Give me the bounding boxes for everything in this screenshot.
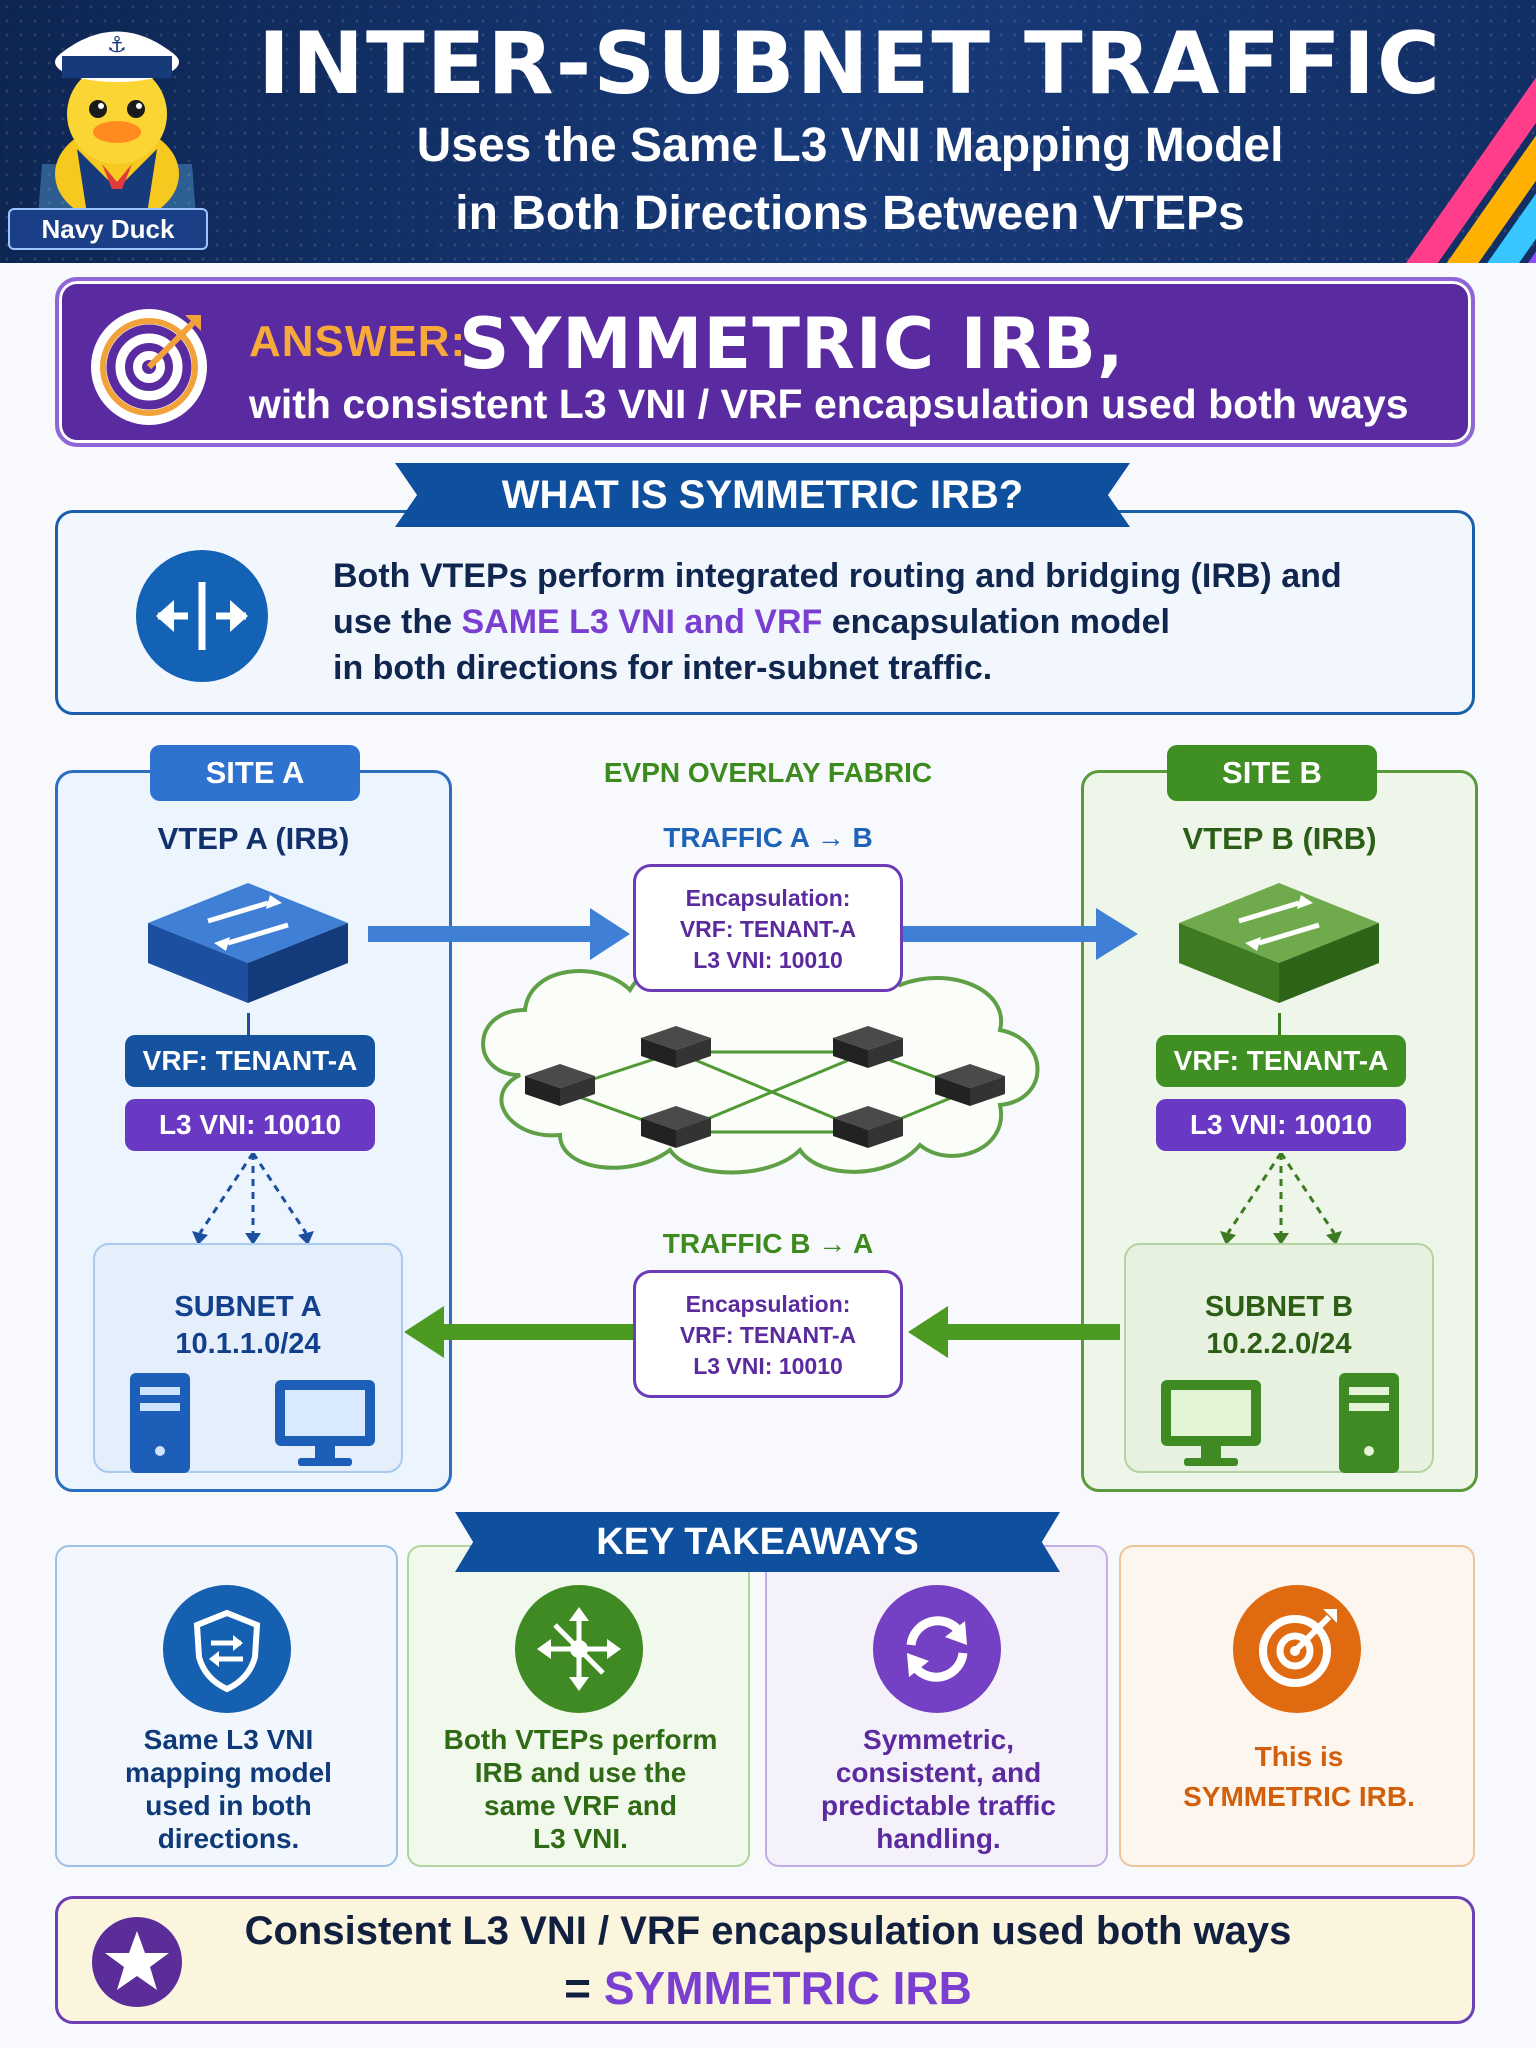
what-line2: use the SAME L3 VNI and VRF encapsulatio… bbox=[333, 603, 1170, 641]
arrow-b-to-a bbox=[404, 1306, 1120, 1358]
traffic-ab-label: TRAFFIC A → B bbox=[663, 822, 873, 853]
subnet-b-name: SUBNET B bbox=[1204, 1291, 1354, 1323]
dashed-arrows-icon bbox=[192, 1153, 314, 1245]
page-subtitle-line2: in Both Directions Between VTEPs bbox=[455, 187, 1245, 240]
site-a-vni: L3 VNI: 10010 bbox=[125, 1099, 375, 1151]
enc-ba-line: Encapsulation: bbox=[685, 1291, 851, 1317]
evpn-fabric-diagram bbox=[368, 908, 1138, 1175]
bidirectional-arrows-icon bbox=[136, 550, 268, 682]
encapsulation-ba-box: Encapsulation: VRF: TENANT-A L3 VNI: 100… bbox=[633, 1270, 903, 1398]
mascot-label: Navy Duck bbox=[8, 208, 208, 250]
site-b-panel: SITE B VTEP B (IRB) VRF: TENANT-A L3 VNI… bbox=[1081, 745, 1478, 1492]
what-line3: in both directions for inter-subnet traf… bbox=[333, 649, 993, 687]
fabric-title: EVPN OVERLAY FABRIC bbox=[603, 757, 933, 788]
subnet-b-box: SUBNET B 10.2.2.0/24 bbox=[1124, 1243, 1434, 1473]
answer-subtitle: with consistent L3 VNI / VRF encapsulati… bbox=[249, 381, 1409, 427]
page-title: INTER-SUBNET TRAFFIC bbox=[258, 14, 1442, 114]
vtep-a-switch-icon bbox=[148, 883, 348, 1003]
traffic-ba-label: TRAFFIC B → A bbox=[662, 1228, 874, 1259]
monitor-icon bbox=[275, 1380, 375, 1466]
site-b-vni: L3 VNI: 10010 bbox=[1156, 1099, 1406, 1151]
conclusion-line2: = SYMMETRIC IRB bbox=[564, 1962, 972, 2014]
site-a-tab: SITE A bbox=[150, 745, 360, 801]
dashed-arrows-icon bbox=[1220, 1153, 1342, 1245]
star-icon bbox=[92, 1917, 182, 2007]
sync-icon bbox=[873, 1585, 1001, 1713]
shield-arrows-icon bbox=[163, 1585, 291, 1713]
site-a-panel: SITE A VTEP A (IRB) VRF: TENANT-A L3 VNI… bbox=[55, 745, 452, 1492]
monitor-icon bbox=[1161, 1380, 1261, 1466]
answer-main: SYMMETRIC IRB, bbox=[459, 303, 1125, 385]
encapsulation-ab-box: Encapsulation: VRF: TENANT-A L3 VNI: 100… bbox=[633, 864, 903, 992]
site-a-vrf: VRF: TENANT-A bbox=[125, 1035, 375, 1087]
site-b-vrf: VRF: TENANT-A bbox=[1156, 1035, 1406, 1087]
what-is-description: Both VTEPs perform integrated routing an… bbox=[333, 553, 1433, 691]
what-highlight: SAME L3 VNI and VRF bbox=[461, 603, 823, 641]
subnet-a-cidr: 10.1.1.0/24 bbox=[175, 1328, 321, 1360]
conclusion-banner: Consistent L3 VNI / VRF encapsulation us… bbox=[55, 1896, 1475, 2024]
enc-ab-line: L3 VNI: 10010 bbox=[693, 947, 843, 973]
vtep-a-label: VTEP A (IRB) bbox=[157, 821, 350, 856]
subnet-a-box: SUBNET A 10.1.1.0/24 bbox=[93, 1243, 403, 1473]
dot-pattern bbox=[0, 0, 1536, 263]
enc-ab-line: VRF: TENANT-A bbox=[679, 916, 857, 942]
vtep-b-switch-icon bbox=[1179, 883, 1379, 1003]
answer-banner: ANSWER: SYMMETRIC IRB, with consistent L… bbox=[55, 277, 1475, 447]
enc-ba-line: L3 VNI: 10010 bbox=[693, 1353, 843, 1379]
target-icon bbox=[91, 309, 207, 425]
answer-label: ANSWER: bbox=[249, 317, 467, 366]
what-line1: Both VTEPs perform integrated routing an… bbox=[333, 557, 1342, 595]
fabric-switch-icon bbox=[525, 1026, 1005, 1148]
subnet-a-name: SUBNET A bbox=[174, 1291, 322, 1323]
page-subtitle-line1: Uses the Same L3 VNI Mapping Model bbox=[416, 119, 1284, 172]
section-ribbon-what: WHAT IS SYMMETRIC IRB? bbox=[395, 463, 1130, 527]
server-icon bbox=[1339, 1373, 1399, 1473]
what-is-box: Both VTEPs perform integrated routing an… bbox=[55, 510, 1475, 715]
site-b-tab: SITE B bbox=[1167, 745, 1377, 801]
server-icon bbox=[130, 1373, 190, 1473]
conclusion-line1: Consistent L3 VNI / VRF encapsulation us… bbox=[244, 1909, 1292, 1953]
target-icon bbox=[1233, 1585, 1361, 1713]
section-ribbon-takeaways: KEY TAKEAWAYS bbox=[455, 1512, 1060, 1572]
subnet-b-cidr: 10.2.2.0/24 bbox=[1206, 1328, 1352, 1360]
enc-ba-line: VRF: TENANT-A bbox=[679, 1322, 857, 1348]
network-arrows-icon bbox=[515, 1585, 643, 1713]
conclusion-highlight: SYMMETRIC IRB bbox=[603, 1962, 972, 2014]
vtep-b-label: VTEP B (IRB) bbox=[1182, 821, 1377, 856]
svg-text:⚓: ⚓ bbox=[107, 33, 127, 58]
enc-ab-line: Encapsulation: bbox=[685, 885, 851, 911]
header-banner: ⚓ Navy Duck INTER-SUBNET TRAFFIC Uses th… bbox=[0, 0, 1536, 263]
